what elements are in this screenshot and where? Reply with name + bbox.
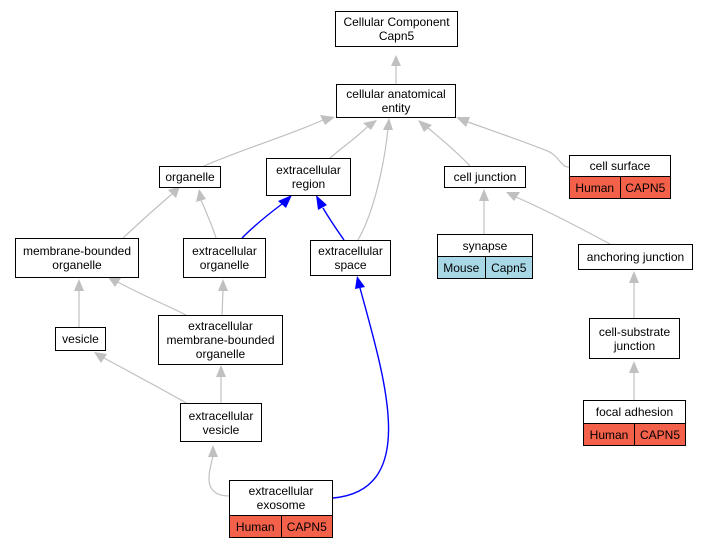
node-membrane-bounded-organelle[interactable]: membrane-bounded organelle	[15, 238, 139, 278]
node-focal-adhesion[interactable]: focal adhesion Human CAPN5	[583, 400, 686, 446]
node-cell-junction[interactable]: cell junction	[444, 166, 526, 188]
edge-organelle-cae	[203, 119, 324, 167]
species-tag: Mouse	[438, 257, 485, 278]
arrowhead	[108, 277, 121, 287]
edge-ecmbo-ecorganelle	[221, 289, 224, 316]
edge-mbo-organelle	[122, 193, 173, 239]
node-extracellular-space[interactable]: extracellular space	[310, 240, 391, 276]
arrowhead	[363, 120, 377, 130]
arrowhead	[479, 189, 489, 201]
annotation-row: Mouse Capn5	[438, 256, 532, 278]
node-label: focal adhesion	[595, 405, 674, 419]
annotation-row: Human CAPN5	[570, 176, 670, 198]
edge-ecregion-cae	[329, 125, 369, 159]
edge-exosome-ecvesicle	[208, 455, 231, 497]
edge-ecorganelle-organelle	[200, 199, 217, 239]
arrowhead	[383, 118, 393, 130]
species-tag: Human	[230, 516, 281, 537]
node-extracellular-exosome[interactable]: extracellular exosome Human CAPN5	[229, 480, 333, 538]
species-tag: Human	[570, 177, 620, 198]
arrowhead	[316, 195, 327, 210]
node-cell-substrate-junction[interactable]: cell-substrate junction	[589, 318, 680, 359]
gene-tag: CAPN5	[280, 516, 332, 537]
node-cellular-component[interactable]: Cellular Component Capn5	[335, 11, 458, 47]
gene-tag: CAPN5	[619, 177, 670, 198]
edge-exosome-ecspace	[332, 287, 390, 499]
edge-anchoring-celljunction	[515, 196, 611, 245]
arrowhead	[320, 115, 335, 125]
arrowhead	[278, 195, 292, 208]
node-synapse[interactable]: synapse Mouse Capn5	[437, 234, 533, 279]
edge-ecspace-ecregion	[322, 207, 345, 241]
annotation-row: Human CAPN5	[230, 515, 332, 537]
arrowhead	[391, 55, 401, 66]
node-label: cell surface	[589, 159, 651, 173]
arrowhead	[506, 192, 520, 201]
arrowhead	[456, 117, 470, 127]
arrowhead	[418, 120, 432, 132]
node-extracellular-organelle[interactable]: extracellular organelle	[183, 238, 266, 278]
node-extracellular-membrane-bounded-organelle[interactable]: extracellular membrane-bounded organelle	[158, 315, 283, 365]
gene-tag: CAPN5	[634, 424, 685, 445]
arrowhead	[355, 276, 365, 289]
arrowhead	[74, 279, 84, 291]
node-extracellular-vesicle[interactable]: extracellular vesicle	[180, 403, 262, 442]
annotation-row: Human CAPN5	[584, 423, 685, 445]
gene-tag: Capn5	[484, 257, 532, 278]
edge-ecorganelle-ecregion	[241, 203, 283, 239]
species-tag: Human	[584, 424, 634, 445]
arrowhead	[196, 189, 206, 202]
arrowhead	[216, 365, 226, 377]
edge-celljunction-cae	[427, 127, 471, 167]
arrowhead	[218, 279, 228, 291]
edge-ecvesicle-vesicle	[103, 357, 189, 405]
node-cellular-anatomical-entity[interactable]: cellular anatomical entity	[336, 84, 456, 118]
edge-cellsurface-cae	[467, 121, 571, 168]
arrowhead	[168, 186, 180, 198]
node-anchoring-junction[interactable]: anchoring junction	[578, 244, 693, 270]
arrowhead	[94, 352, 107, 363]
node-extracellular-region[interactable]: extracellular region	[266, 158, 351, 196]
arrowhead	[629, 361, 639, 373]
node-organelle[interactable]: organelle	[159, 166, 221, 188]
node-vesicle[interactable]: vesicle	[55, 327, 106, 351]
node-label: extracellular exosome	[248, 484, 314, 512]
node-cell-surface[interactable]: cell surface Human CAPN5	[569, 155, 671, 199]
arrowhead	[629, 271, 639, 283]
edge-ecmbo-mbo	[117, 281, 187, 316]
node-label: synapse	[462, 238, 508, 253]
arrowhead	[208, 445, 218, 457]
edge-ecspace-cae	[357, 127, 389, 241]
